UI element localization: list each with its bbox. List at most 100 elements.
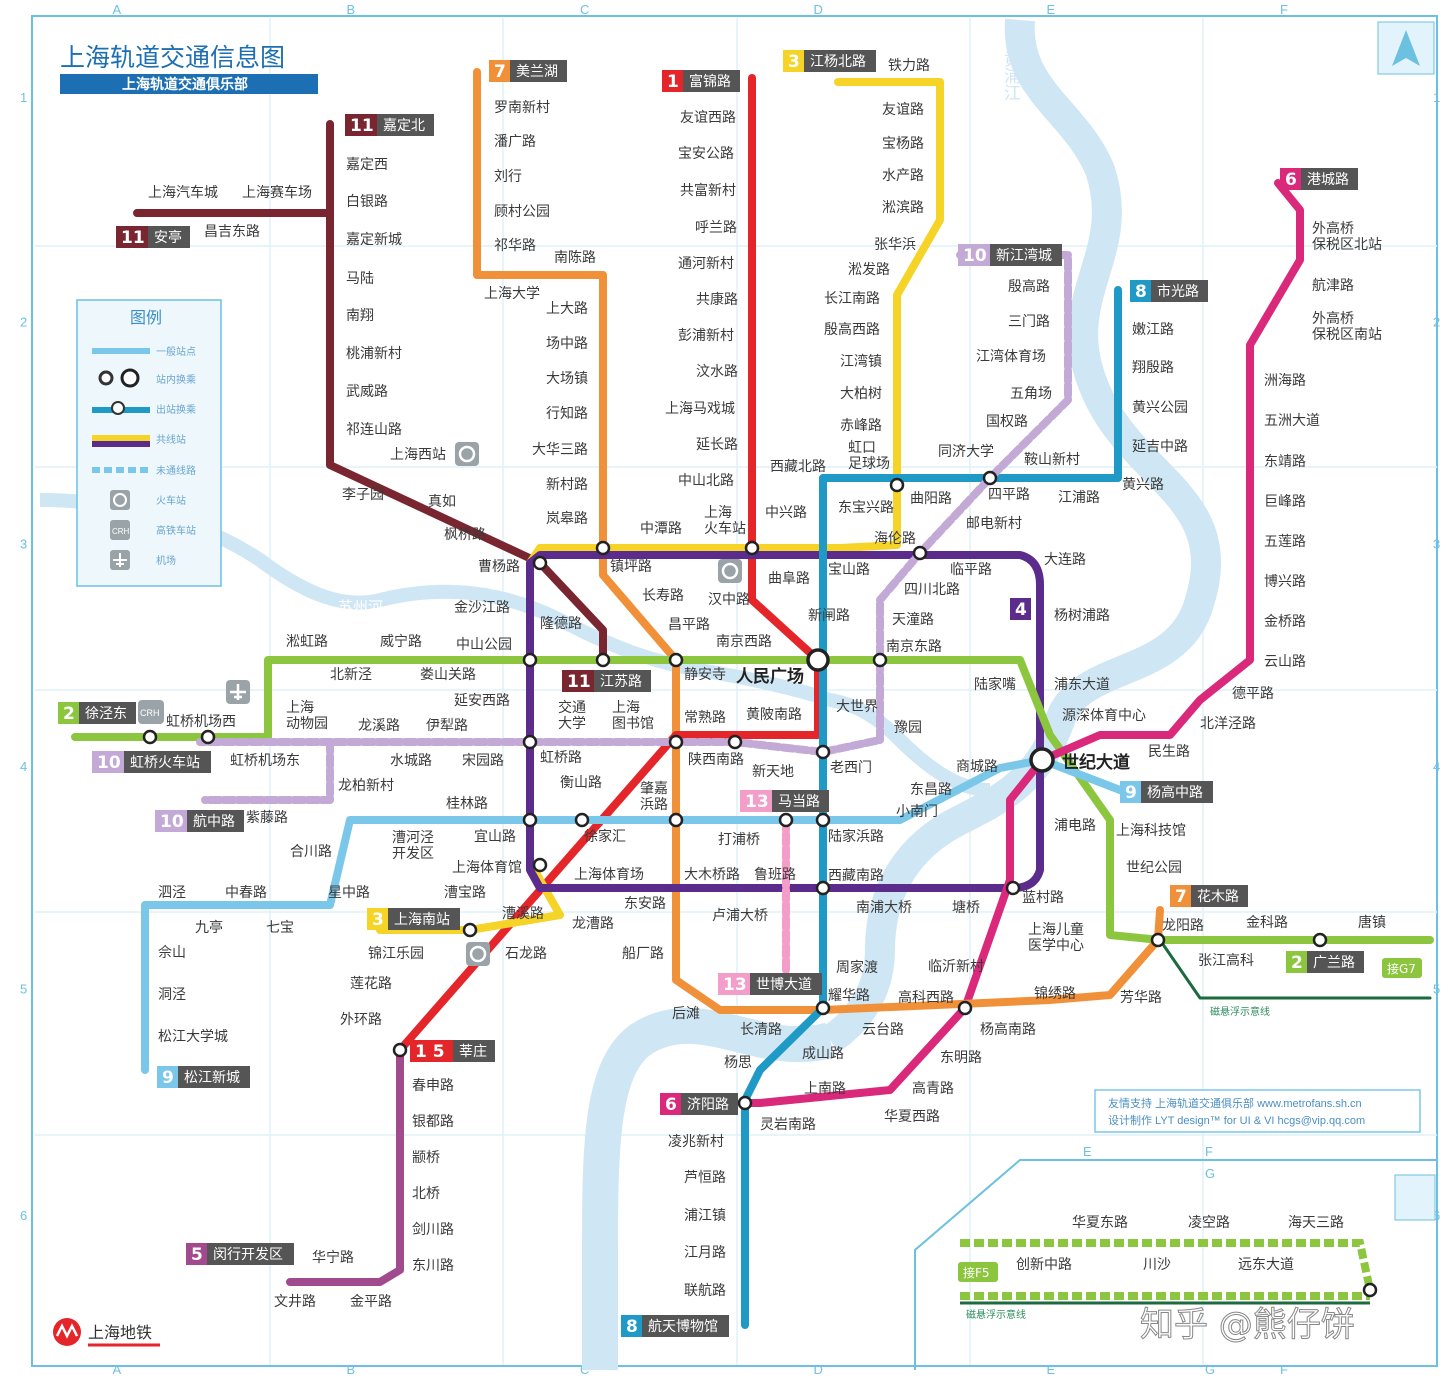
svg-text:11: 11 [350, 116, 374, 136]
line-8-path [741, 286, 1122, 1329]
credit-line-2: 设计制作 LYT design™ for UI & VI hcgs@vip.qq… [1108, 1114, 1365, 1127]
svg-text:5: 5 [191, 1245, 203, 1265]
svg-text:江苏路: 江苏路 [600, 674, 642, 690]
station-label: 图书馆 [612, 716, 654, 732]
station-label: 娄山关路 [420, 667, 476, 683]
station-label: 延安西路 [454, 693, 510, 709]
station-label: 呼兰路 [695, 220, 737, 236]
map-title: 上海轨道交通信息图 [60, 43, 285, 72]
grid-row-label: 1 [1433, 90, 1440, 105]
map-subtitle: 上海轨道交通俱乐部 [122, 76, 248, 93]
station-label: 漕溪路 [502, 906, 544, 922]
station-label: 张江高科 [1198, 952, 1254, 969]
svg-text:2: 2 [1291, 953, 1303, 973]
svg-text:嘉定北: 嘉定北 [383, 118, 425, 134]
station-label: 塘桥 [952, 900, 980, 916]
station-label: 交通 [558, 699, 586, 716]
station-label: 航津路 [1312, 278, 1354, 294]
station-label: 上海体育馆 [452, 860, 522, 876]
station-label: 翔殷路 [1132, 360, 1174, 376]
legend-item: 火车站 [156, 494, 186, 507]
station-label: 陕西南路 [688, 752, 744, 768]
terminal-t4: 4 [1010, 598, 1031, 620]
svg-text:松江新城: 松江新城 [184, 1070, 240, 1086]
station-label: 曹杨路 [478, 559, 520, 575]
interchange-marker [668, 652, 684, 668]
station-label: 大华三路 [532, 442, 588, 458]
station-label: 新村路 [546, 477, 588, 493]
inset-station-label: 川沙 [1143, 1257, 1171, 1273]
station-label: 虹桥机场东 [230, 753, 300, 769]
station-label: 李子园 [342, 487, 384, 503]
station-label: 延长路 [696, 437, 738, 453]
interchange-marker [1005, 880, 1021, 896]
interchange-marker [815, 880, 831, 896]
station-label: 华夏西路 [884, 1109, 940, 1125]
station-label: 云山路 [1264, 654, 1306, 670]
station-label: 武威路 [346, 384, 388, 400]
station-label: 金平路 [350, 1294, 392, 1310]
station-label: 紫藤路 [246, 810, 288, 826]
station-label: 场中路 [546, 336, 588, 352]
line-7-path [473, 68, 827, 1014]
grid-row-label: 4 [1433, 759, 1440, 774]
grid-col-label: A [113, 1362, 122, 1377]
station-label: 南京西路 [716, 634, 772, 650]
inset-station-label: 远东大道 [1238, 1257, 1294, 1273]
station-label: 临平路 [950, 562, 992, 578]
svg-text:美兰湖: 美兰湖 [516, 64, 558, 80]
credit-line-1: 友情支持 上海轨道交通俱乐部 www.metrofans.sh.cn [1108, 1096, 1362, 1110]
station-label: 成山路 [802, 1046, 844, 1062]
interchange-marker [142, 729, 158, 745]
station-label: 四平路 [988, 487, 1030, 503]
interchange-marker [982, 470, 998, 486]
station-label: 卢浦大桥 [712, 908, 768, 924]
legend-item: 出站换乘 [156, 403, 196, 416]
station-label: 长清路 [740, 1022, 782, 1038]
interchange-marker [532, 857, 548, 873]
river-huangpu-south [582, 1007, 835, 1370]
station-label: 友谊路 [882, 102, 924, 118]
station-label: 虹桥机场西 [166, 714, 236, 730]
station-label: 杨树浦路 [1054, 608, 1110, 624]
station-label: 西藏北路 [770, 459, 826, 475]
station-label: 静安寺 [684, 667, 726, 683]
airport-icon [226, 680, 250, 704]
station-label: 凌兆新村 [668, 1134, 724, 1150]
station-label: 常熟路 [684, 710, 726, 726]
svg-text:13: 13 [745, 792, 769, 812]
interchange-marker [522, 734, 538, 750]
svg-text:市光路: 市光路 [1157, 283, 1199, 300]
station-label: 陆家嘴 [974, 676, 1016, 693]
station-label: 五角场 [1010, 386, 1052, 402]
station-label: 云台路 [862, 1022, 904, 1038]
station-label: 上海西站 [390, 447, 446, 463]
station-label: 上海 [704, 505, 732, 521]
station-label: 剑川路 [412, 1222, 454, 1238]
station-label: 上海 [286, 700, 314, 716]
svg-text:7: 7 [1175, 887, 1187, 907]
station-label: 大柏树 [840, 386, 882, 402]
station-label: 伊犁路 [426, 718, 468, 734]
station-label: 东昌路 [910, 782, 952, 798]
crh-station-icon: CRH [138, 700, 164, 724]
svg-text:N: N [1400, 43, 1409, 58]
station-label: 源深体育中心 [1062, 708, 1146, 724]
interchange-marker [815, 1000, 831, 1016]
svg-text:上海南站: 上海南站 [394, 912, 450, 928]
station-label: 星中路 [328, 885, 370, 901]
station-label: 商城路 [956, 759, 998, 775]
station-label: 大场镇 [546, 371, 588, 387]
station-label: 浦东大道 [1054, 677, 1110, 693]
interchange-marker [737, 1095, 753, 1111]
svg-text:10: 10 [963, 246, 987, 266]
station-label: 中兴路 [765, 505, 807, 521]
legend-item: 共线站 [156, 433, 186, 446]
inset-col-label: G [1205, 1166, 1215, 1181]
interchange-marker [744, 540, 760, 556]
inset-col-label: G [1205, 1362, 1215, 1377]
station-label: 足球场 [848, 456, 890, 472]
